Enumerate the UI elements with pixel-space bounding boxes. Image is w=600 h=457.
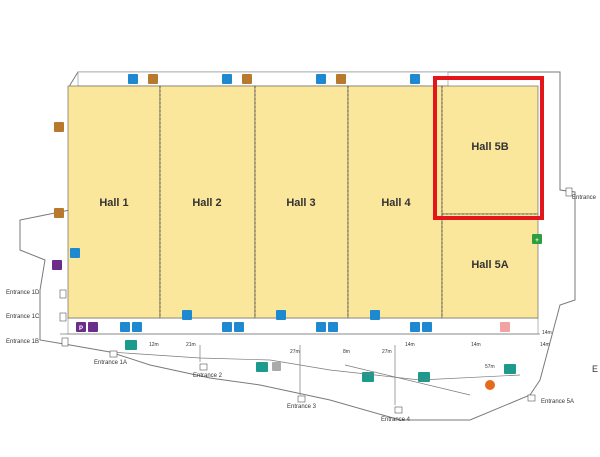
hall-partitions [159,86,538,318]
distance-27m-right: 27m [382,349,392,355]
hall-5a-label: Hall 5A [471,259,508,271]
distance-57m: 57m [485,364,495,370]
distance-14m-center: 14m [405,342,415,348]
info-icon [485,380,495,390]
entrance-1a-label: Entrance 1A [94,360,127,366]
info-icon [52,260,62,270]
cafe-icon [336,74,346,84]
escalator-icon [256,362,268,372]
hall-5b-area[interactable] [441,85,539,215]
hall-1-label: Hall 1 [99,197,128,209]
distance-8m: 8m [343,349,350,355]
restroom-icon [222,74,232,84]
parking-icon [76,322,86,332]
restroom-icon [316,322,326,332]
entrance-5-label: Entrance [572,195,597,201]
hall-3-area[interactable] [254,85,349,319]
cafe-icon [54,208,64,218]
entrance-1d-label: Entrance 1D [6,290,40,296]
hall-2-area[interactable] [159,85,256,319]
entrance-3-label: Entrance 3 [287,404,317,410]
distance-14m-right: 14m [471,342,481,348]
escalator-icon [504,364,516,374]
restroom-icon [410,74,420,84]
hall-1-area[interactable] [67,85,161,319]
distance-14m-side: 14m [542,330,552,336]
cafe-icon [54,122,64,132]
first-aid-icon [532,234,542,244]
escalator-icon [418,372,430,382]
restroom-icon [182,310,192,320]
restroom-icon [120,322,130,332]
restroom-icon [70,248,80,258]
entrance-2-label: Entrance 2 [193,373,223,379]
escalator-icon [125,340,137,350]
restroom-icon [328,322,338,332]
first-aid-cross: + [535,238,539,244]
hall-4-area[interactable] [347,85,443,319]
hall-3-label: Hall 3 [286,197,315,209]
hall-2-label: Hall 2 [192,197,221,209]
restroom-icon [422,322,432,332]
restroom-icon [128,74,138,84]
top-icons [54,74,420,218]
edge-mark: E [592,364,598,374]
hall-5b-label: Hall 5B [471,141,508,153]
accessible-icon [88,322,98,332]
restroom-icon [276,310,286,320]
cafe-icon [242,74,252,84]
entrance-1c-label: Entrance 1C [6,314,40,320]
entrance-5a-label: Entrance 5A [541,399,574,405]
distance-21m: 21m [186,342,196,348]
hall-5a-area[interactable] [441,213,539,319]
cafe-icon [148,74,158,84]
distance-12m: 12m [149,342,159,348]
distance-27m-left: 27m [290,349,300,355]
lift-icon [272,362,281,371]
info-icon [500,322,510,332]
bottom-icons: P [76,310,510,332]
parking-letter: P [79,326,83,332]
entrance-markers [59,187,573,414]
restroom-icon [222,322,232,332]
hall-5b-highlight [433,76,544,220]
walkways [60,333,540,405]
entrance-1b-label: Entrance 1B [6,339,39,345]
restroom-icon [370,310,380,320]
left-icons: + [52,234,542,270]
restroom-icon [410,322,420,332]
entrance-4-label: Entrance 4 [381,417,411,423]
hall-4-label: Hall 4 [381,197,411,209]
restroom-icon [316,74,326,84]
distance-14m-lower: 14m [540,342,550,348]
restroom-icon [234,322,244,332]
restroom-icon [132,322,142,332]
